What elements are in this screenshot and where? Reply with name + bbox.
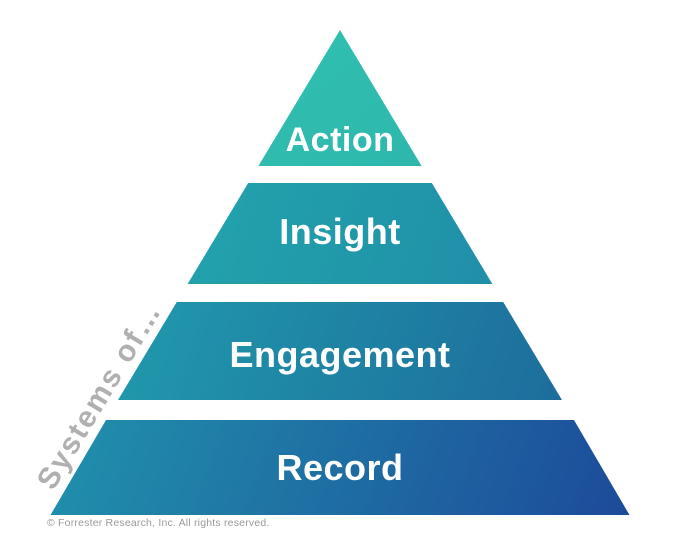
copyright-text: © Forrester Research, Inc. All rights re…	[47, 517, 270, 529]
